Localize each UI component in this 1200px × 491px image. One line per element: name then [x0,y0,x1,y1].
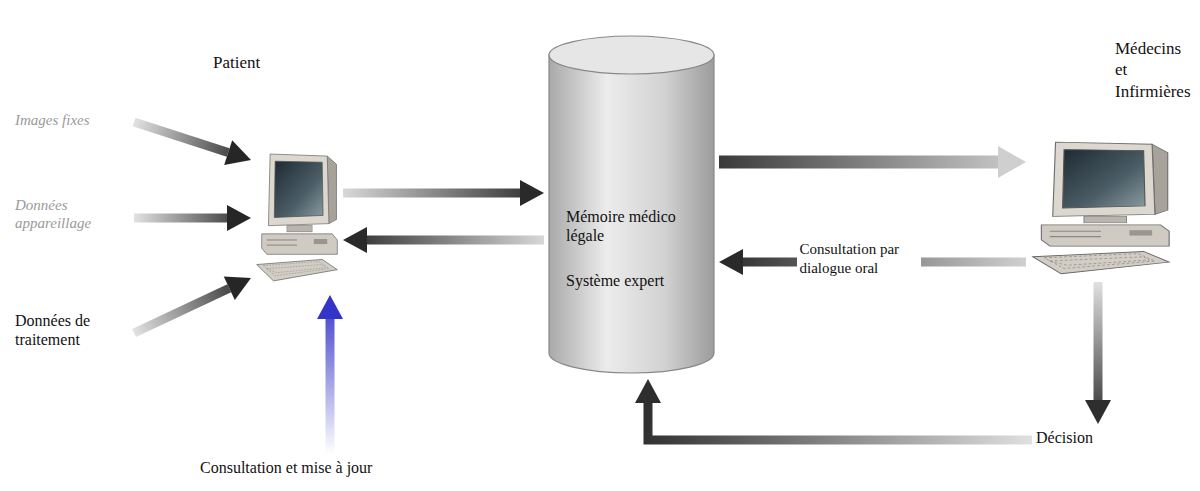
flow-arrow [134,276,251,333]
node-text: Décision [1036,428,1112,447]
arrow-shaft [1094,282,1103,400]
edge-label: Consultation par dialogue oral [797,238,921,280]
input-label: Images fixes [15,111,130,129]
node-text: Consultation et mise à jour [200,458,430,477]
arrow-head [998,146,1026,178]
arrow-head [224,276,251,300]
computer-icon [255,152,339,285]
arrow-shaft [648,403,1032,440]
decision-label: Décision [1036,428,1112,447]
database-cylinder-shape [548,35,715,375]
arrow-head [317,295,343,319]
flow-arrow [343,180,544,206]
flow-arrow [635,379,1032,440]
node-text: Données appareillage [15,196,130,232]
arrow-shaft [743,258,1026,267]
flow-arrow [317,295,343,454]
patient-computer: Patient [255,152,339,285]
role-heading: Médecins et Infirmières [1115,38,1195,102]
doctor-computer: Médecins et Infirmières [1030,140,1172,278]
arrow-shaft [326,319,335,454]
flow-arrow [1085,282,1111,424]
role-heading: Patient [213,52,260,73]
input-label: Données appareillage [15,196,130,232]
arrow-shaft [134,214,227,223]
input-label: Données de traitement [15,311,130,349]
flow-arrow [134,205,251,231]
arrow-shaft [719,156,998,169]
database-text-area: Mémoire médico légaleSystème expert [566,207,701,291]
node-text: Mémoire médico légale [566,207,701,245]
database-cylinder: Mémoire médico légaleSystème expert [548,35,715,375]
arrow-head [520,180,544,206]
flow-arrow [343,227,544,253]
flow-arrow [719,249,1026,275]
arrow-shaft [134,288,229,333]
arrow-head [1085,400,1111,424]
arrow-head [343,227,367,253]
arrow-shaft [134,122,228,153]
arrow-shaft [367,236,544,245]
arrow-head [635,379,661,403]
arrow-head [224,140,251,165]
node-text: Images fixes [15,111,130,129]
node-text: Données de traitement [15,311,130,349]
arrow-head [227,205,251,231]
flow-arrow [719,146,1026,178]
arrow-head [719,249,743,275]
node-text: Système expert [566,271,701,290]
flow-arrow [134,122,251,165]
arrow-shaft [343,189,520,198]
computer-icon [1030,140,1172,278]
update-label: Consultation et mise à jour [200,458,430,477]
